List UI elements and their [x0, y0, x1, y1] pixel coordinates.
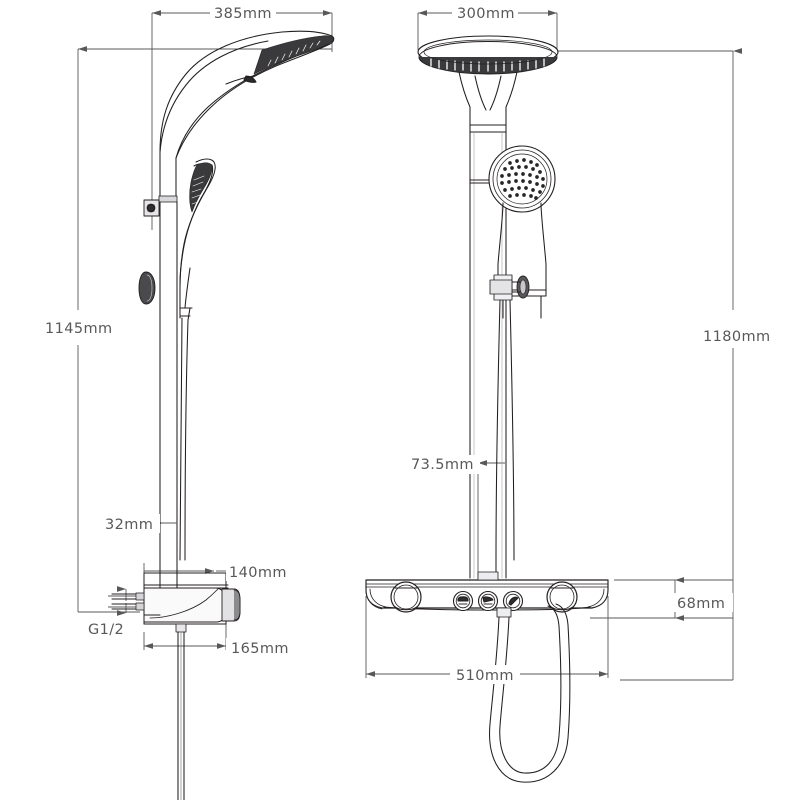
dim-1180mm: 1180mm [703, 329, 771, 345]
front-view-geometry [365, 35, 609, 783]
dim-300mm: 300mm [457, 6, 515, 22]
panel-knobs [390, 581, 578, 613]
dim-510mm: 510mm [456, 668, 514, 684]
dim-385mm: 385mm [214, 6, 272, 22]
front-view-dimension-lines [365, 10, 742, 681]
dimension-labels: 385mm 1145mm 32mm 140mm G1/2 165mm 300mm… [41, 3, 776, 684]
dim-165mm: 165mm [231, 641, 289, 657]
dim-g-half: G1/2 [88, 622, 124, 638]
dim-140mm: 140mm [229, 565, 287, 581]
dim-73-5mm: 73.5mm [411, 457, 474, 473]
panel-buttons [452, 590, 524, 612]
dim-1145mm: 1145mm [45, 321, 113, 337]
dim-32mm: 32mm [105, 517, 153, 533]
side-view-geometry [111, 30, 335, 800]
side-view-dimension-lines [77, 10, 333, 650]
dim-68mm: 68mm [677, 596, 725, 612]
